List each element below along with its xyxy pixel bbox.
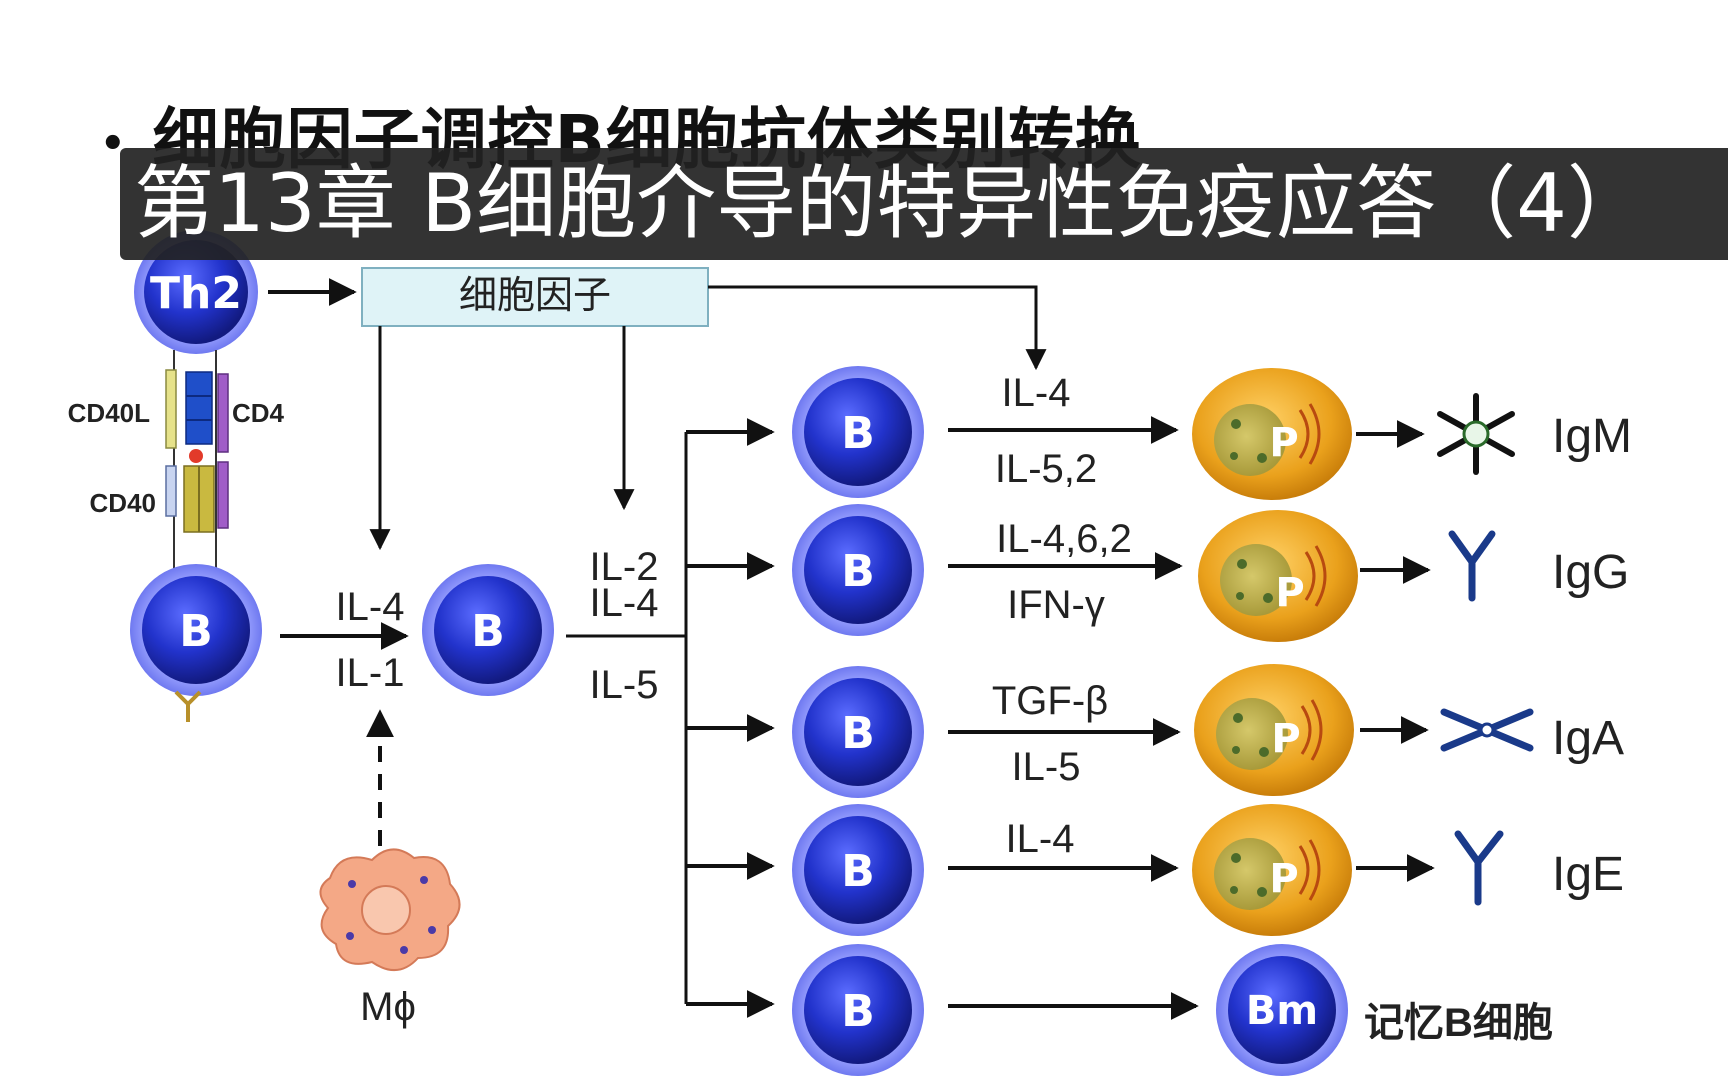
b-label: B <box>471 606 505 657</box>
cytokine-box-label: 细胞因子 <box>459 275 611 317</box>
b-label: B <box>841 408 875 459</box>
b-label: B <box>841 846 875 897</box>
th2-label: Th2 <box>150 268 242 319</box>
branch-row-ige: B IL-4 P IgE <box>686 804 1624 936</box>
cytokine-box: 细胞因子 <box>361 267 709 327</box>
branch-row-iga: B TGF-β IL-5 P IgA <box>686 664 1624 798</box>
cytokine-to-igm-arrow <box>708 285 1047 371</box>
branch-row-igm: B IL-4 IL-5,2 P IgM <box>686 366 1632 500</box>
iga-bottom-label: IL-5 <box>1012 745 1081 789</box>
activation-bottom-label: IL-1 <box>336 651 405 695</box>
ige-antibody-icon <box>1454 830 1504 906</box>
b-label: B <box>841 708 875 759</box>
cd40l-label: CD40L <box>68 398 150 428</box>
igg-antibody-icon <box>1448 530 1496 602</box>
igm-bottom-label: IL-5,2 <box>995 447 1097 491</box>
b-label: B <box>841 986 875 1037</box>
igg-label: IgG <box>1552 546 1629 599</box>
p-label: P <box>1271 716 1300 762</box>
b-label: B <box>179 606 213 657</box>
memory-b-cell-label: 记忆B细胞 <box>1364 1001 1553 1045</box>
macrophage-label: Mϕ <box>360 985 416 1029</box>
th2-cell: Th2 <box>134 230 258 354</box>
igg-top-label: IL-4,6,2 <box>996 517 1132 561</box>
cd40-label: CD40 <box>90 488 156 518</box>
bcr-icon <box>174 690 202 722</box>
receptor-complex: CD40L CD4 CD40 <box>68 350 285 574</box>
resting-b-cell: B <box>130 564 262 722</box>
proliferation-il4-label: IL-4 <box>590 581 659 625</box>
p-label: P <box>1269 420 1298 466</box>
bm-label: Bm <box>1246 988 1318 1034</box>
igg-bottom-label: IFN-γ <box>1007 583 1105 627</box>
b-label: B <box>841 546 875 597</box>
proliferation-il2-label: IL-2 <box>590 545 659 589</box>
iga-dimer-icon <box>1440 708 1534 752</box>
iga-label: IgA <box>1552 712 1624 765</box>
activation-top-label: IL-4 <box>336 585 405 629</box>
branch-row-igg: B IL-4,6,2 IFN-γ P IgG <box>686 504 1629 642</box>
chapter-overlay-title: 第13章 B细胞介导的特异性免疫应答（4） <box>134 157 1648 250</box>
iga-top-label: TGF-β <box>992 679 1108 723</box>
activated-b-cell: B <box>422 564 554 696</box>
ige-label: IgE <box>1552 848 1624 901</box>
chapter-overlay-bar <box>120 148 1728 260</box>
igm-pentamer-icon <box>1437 393 1515 475</box>
igm-label: IgM <box>1552 410 1632 463</box>
proliferation-il5-label: IL-5 <box>590 663 659 707</box>
ige-top-label: IL-4 <box>1006 817 1075 861</box>
cd4-label: CD4 <box>232 398 285 428</box>
branch-row-memory: B Bm 记忆B细胞 <box>686 944 1553 1076</box>
macrophage-cell: Mϕ <box>319 848 461 1029</box>
p-label: P <box>1275 570 1304 616</box>
p-label: P <box>1269 856 1298 902</box>
igm-top-label: IL-4 <box>1002 371 1071 415</box>
